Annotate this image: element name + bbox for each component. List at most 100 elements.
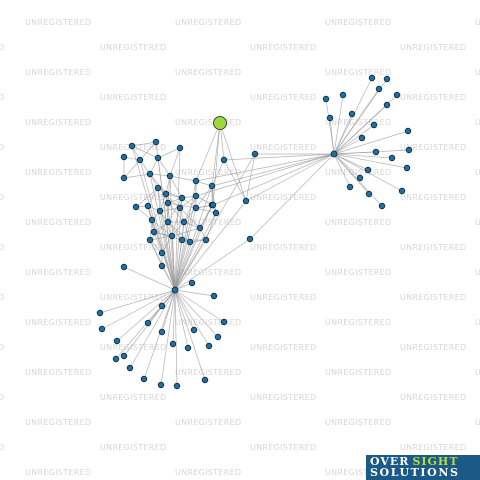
watermark-text: UNREGISTERED <box>100 93 167 102</box>
graph-node[interactable] <box>168 232 176 240</box>
graph-node[interactable] <box>150 228 158 236</box>
graph-node[interactable] <box>220 156 228 164</box>
graph-node[interactable] <box>403 164 411 172</box>
graph-node[interactable] <box>164 218 172 226</box>
graph-node[interactable] <box>365 190 373 198</box>
graph-node[interactable] <box>152 138 160 146</box>
graph-node[interactable] <box>176 204 184 212</box>
graph-node[interactable] <box>96 309 104 317</box>
graph-node[interactable] <box>205 342 213 350</box>
graph-node[interactable] <box>158 328 166 336</box>
graph-node[interactable] <box>388 154 396 162</box>
graph-node[interactable] <box>192 204 200 212</box>
graph-node[interactable] <box>146 170 154 178</box>
graph-node[interactable] <box>208 182 216 190</box>
graph-node[interactable] <box>383 75 391 83</box>
watermark-text: UNREGISTERED <box>100 43 167 52</box>
graph-node[interactable] <box>210 292 218 300</box>
graph-node[interactable] <box>192 177 200 185</box>
hub-node[interactable] <box>171 286 179 294</box>
graph-node[interactable] <box>173 382 181 390</box>
graph-node[interactable] <box>178 194 186 202</box>
graph-node[interactable] <box>368 74 376 82</box>
graph-node[interactable] <box>190 326 198 334</box>
graph-node[interactable] <box>158 302 166 310</box>
graph-node[interactable] <box>146 236 154 244</box>
graph-node[interactable] <box>214 333 222 341</box>
graph-node[interactable] <box>156 207 164 215</box>
graph-edge <box>174 227 201 291</box>
graph-node[interactable] <box>326 114 334 122</box>
graph-node[interactable] <box>148 216 156 224</box>
graph-node[interactable] <box>144 319 152 327</box>
graph-node[interactable] <box>405 146 413 154</box>
graph-node[interactable] <box>378 202 386 210</box>
graph-edge <box>212 153 335 206</box>
graph-node[interactable] <box>126 364 134 372</box>
graph-edge <box>174 289 215 297</box>
graph-node[interactable] <box>209 201 217 209</box>
graph-node[interactable] <box>144 202 152 210</box>
graph-node[interactable] <box>398 187 406 195</box>
graph-node[interactable] <box>375 85 383 93</box>
graph-node[interactable] <box>370 121 378 129</box>
graph-node[interactable] <box>120 174 128 182</box>
graph-node[interactable] <box>212 209 220 217</box>
graph-node[interactable] <box>348 110 356 118</box>
graph-node[interactable] <box>356 174 364 182</box>
hub-node[interactable] <box>330 150 338 158</box>
graph-node[interactable] <box>120 153 128 161</box>
graph-node[interactable] <box>251 150 259 158</box>
graph-node[interactable] <box>154 184 162 192</box>
graph-edge <box>174 153 256 291</box>
graph-node[interactable] <box>112 355 120 363</box>
graph-edge <box>161 289 176 333</box>
graph-node[interactable] <box>140 375 148 383</box>
graph-node[interactable] <box>322 95 330 103</box>
graph-node[interactable] <box>201 376 209 384</box>
graph-node[interactable] <box>158 262 166 270</box>
graph-node[interactable] <box>180 218 188 226</box>
graph-node[interactable] <box>383 101 391 109</box>
graph-node[interactable] <box>358 134 366 142</box>
graph-node[interactable] <box>120 263 128 271</box>
graph-node[interactable] <box>404 127 412 135</box>
watermark-text: UNREGISTERED <box>100 193 167 202</box>
graph-node[interactable] <box>158 249 166 257</box>
graph-node[interactable] <box>393 91 401 99</box>
graph-edge <box>161 265 176 291</box>
graph-node[interactable] <box>202 236 210 244</box>
graph-edge <box>174 204 213 291</box>
graph-node[interactable] <box>242 197 250 205</box>
graph-node[interactable] <box>164 199 172 207</box>
graph-node[interactable] <box>98 325 106 333</box>
graph-node[interactable] <box>192 192 200 200</box>
graph-node[interactable] <box>154 154 162 162</box>
graph-node[interactable] <box>372 148 380 156</box>
graph-edge <box>161 235 173 254</box>
graph-node[interactable] <box>346 183 354 191</box>
graph-node[interactable] <box>166 172 174 180</box>
graph-node[interactable] <box>113 337 121 345</box>
graph-node[interactable] <box>132 203 140 211</box>
graph-node[interactable] <box>136 156 144 164</box>
graph-node[interactable] <box>178 236 186 244</box>
graph-edge <box>167 221 183 241</box>
focus-node[interactable] <box>213 116 227 130</box>
graph-node[interactable] <box>246 235 254 243</box>
graph-node[interactable] <box>157 381 165 389</box>
graph-node[interactable] <box>169 340 177 348</box>
graph-node[interactable] <box>184 344 192 352</box>
graph-edge <box>157 147 181 159</box>
graph-node[interactable] <box>220 318 228 326</box>
graph-node[interactable] <box>162 190 170 198</box>
graph-node[interactable] <box>339 91 347 99</box>
graph-node[interactable] <box>188 279 196 287</box>
graph-node[interactable] <box>176 144 184 152</box>
watermark-text: UNREGISTERED <box>100 393 167 402</box>
graph-node[interactable] <box>364 166 372 174</box>
graph-node[interactable] <box>120 352 128 360</box>
graph-node[interactable] <box>128 142 136 150</box>
graph-node[interactable] <box>196 224 204 232</box>
graph-node[interactable] <box>186 238 194 246</box>
